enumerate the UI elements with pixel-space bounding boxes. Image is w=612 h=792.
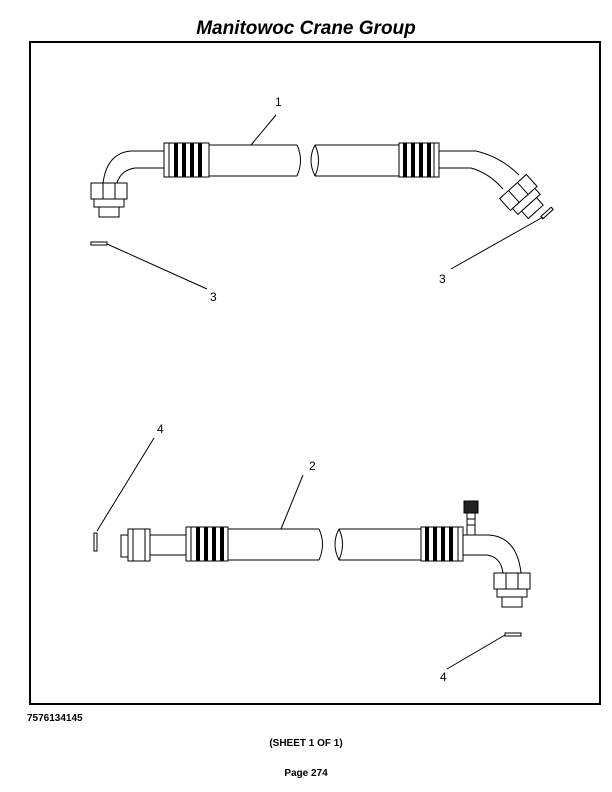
hose-1-nut-upper	[90, 182, 128, 200]
callout-1-label: 1	[275, 95, 282, 109]
callout-4-right-leader	[446, 634, 506, 670]
hose-2-stem	[149, 534, 187, 556]
callout-3-left-label: 3	[210, 290, 217, 304]
hose-1-elbow-outer	[102, 150, 164, 184]
document-header-title: Manitowoc Crane Group	[196, 18, 416, 39]
callout-1-leader	[250, 114, 277, 146]
callout-4-left-label: 4	[157, 422, 164, 436]
o-ring-3-left	[90, 241, 108, 246]
hose-2-test-port	[466, 512, 476, 536]
callout-2-label: 2	[309, 459, 316, 473]
callout-4-right-label: 4	[440, 670, 447, 684]
hose-2-elbow	[463, 534, 522, 574]
o-ring-4-left	[93, 532, 98, 552]
hose-assembly-diagram: 1 3 3 4 2 4	[90, 95, 554, 684]
hose-assembly-1	[90, 114, 544, 220]
parts-diagram-frame: 1 3 3 4 2 4	[29, 41, 601, 705]
hose-2-nut-right	[493, 572, 531, 590]
hose-1-ferrule-left	[163, 142, 210, 178]
page-number: Page 274	[284, 768, 328, 779]
hose-2-nut-left	[127, 528, 151, 562]
sheet-indicator: (SHEET 1 OF 1)	[269, 738, 343, 749]
hose-1-elbow-inner	[116, 167, 164, 184]
callout-4-left-leader	[96, 437, 155, 532]
o-ring-4-right	[504, 632, 522, 637]
hose-2-test-port-cap	[463, 500, 479, 514]
callout-3-right-leader	[450, 216, 544, 270]
hose-assembly-2	[120, 474, 531, 608]
callout-3-right-label: 3	[439, 272, 446, 286]
hose-1-nut-right	[498, 173, 544, 220]
hose-1-45-fitting	[439, 150, 520, 176]
callout-2-leader	[280, 474, 304, 530]
hose-1-nut-lower	[93, 198, 125, 208]
hose-2-fitting-tip	[120, 534, 129, 558]
drawing-number: 7576134145	[27, 713, 83, 724]
hose-1-fitting-tip	[98, 206, 120, 218]
callout-3-left-leader	[106, 243, 208, 290]
